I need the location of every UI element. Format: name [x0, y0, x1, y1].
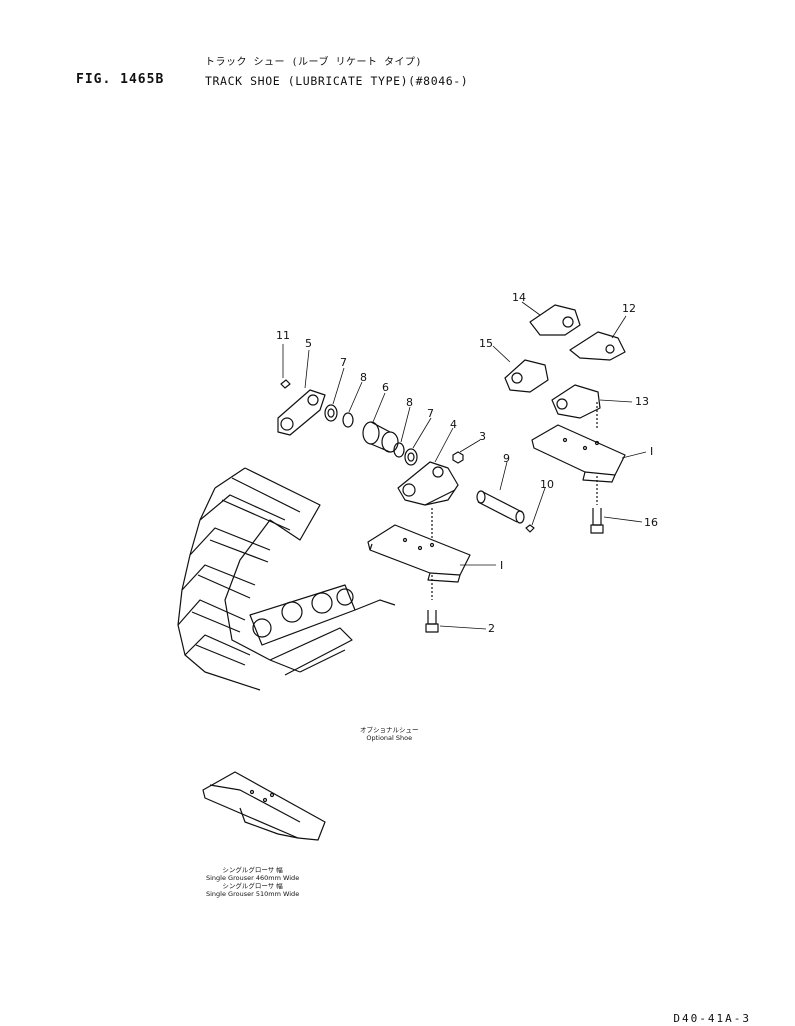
label-shoe-right: I — [650, 445, 653, 458]
label-13: 13 — [635, 395, 649, 408]
shoe-right — [531, 424, 626, 505]
title-english: TRACK SHOE (LUBRICATE TYPE)(#8046-) — [205, 74, 469, 88]
part-12-master-link — [569, 331, 626, 361]
label-12: 12 — [622, 302, 636, 315]
part-7-seal — [324, 404, 338, 422]
part-5-link — [277, 389, 326, 436]
part-14-master-link — [529, 304, 581, 336]
label-8: 8 — [360, 371, 367, 384]
optional-shoe-label: オプショナルシュー Optional Shoe — [360, 726, 419, 742]
shoe-center — [367, 508, 471, 600]
figure-number: FIG. 1465B — [76, 72, 165, 87]
part-16-bolt — [590, 508, 604, 534]
variant-2-en: Single Grouser 510mm Wide — [206, 890, 300, 898]
label-8b: 8 — [406, 396, 413, 409]
label-7b: 7 — [427, 407, 434, 420]
label-10: 10 — [540, 478, 554, 491]
part-8-ring — [342, 412, 354, 428]
label-3: 3 — [479, 430, 486, 443]
drawing-code: D40-41A-3 — [673, 1012, 751, 1025]
title-japanese: トラック シュー (ルーブ リケート タイプ) — [205, 57, 423, 68]
part-13-master-link — [551, 384, 601, 430]
part-6-bushing — [362, 421, 399, 453]
label-2: 2 — [488, 622, 495, 635]
variant-1-en: Single Grouser 460mm Wide — [206, 874, 300, 882]
label-5: 5 — [305, 337, 312, 350]
label-6: 6 — [382, 381, 389, 394]
part-4-link — [397, 461, 459, 506]
label-15: 15 — [479, 337, 493, 350]
shoe-variant-list: シングルグローサ 幅 Single Grouser 460mm Wide シング… — [206, 866, 299, 898]
optional-shoe-en: Optional Shoe — [366, 734, 413, 742]
label-7: 7 — [340, 356, 347, 369]
variant-2-jp: シングルグローサ 幅 — [222, 882, 283, 890]
part-9-pin — [476, 490, 525, 524]
variant-1-jp: シングルグローサ 幅 — [222, 866, 283, 874]
optional-shoe-jp: オプショナルシュー — [360, 726, 419, 734]
part-10-plug — [525, 524, 535, 533]
label-14: 14 — [512, 291, 526, 304]
part-7-seal-b — [404, 448, 418, 466]
label-16: 16 — [644, 516, 658, 529]
label-9: 9 — [503, 452, 510, 465]
part-11-plug — [280, 379, 291, 389]
track-assembly-illustration — [177, 467, 396, 691]
part-3-nut — [452, 451, 464, 464]
part-2-bolt — [425, 610, 439, 633]
part-15-master-link — [504, 359, 549, 393]
label-4: 4 — [450, 418, 457, 431]
part-number-labels: 11 5 7 8 6 8 7 4 3 9 10 14 12 15 13 I I … — [276, 291, 658, 635]
label-shoe-center: I — [500, 559, 503, 572]
label-11: 11 — [276, 329, 290, 342]
optional-shoe-illustration — [202, 771, 326, 841]
leader-lines — [282, 301, 647, 630]
